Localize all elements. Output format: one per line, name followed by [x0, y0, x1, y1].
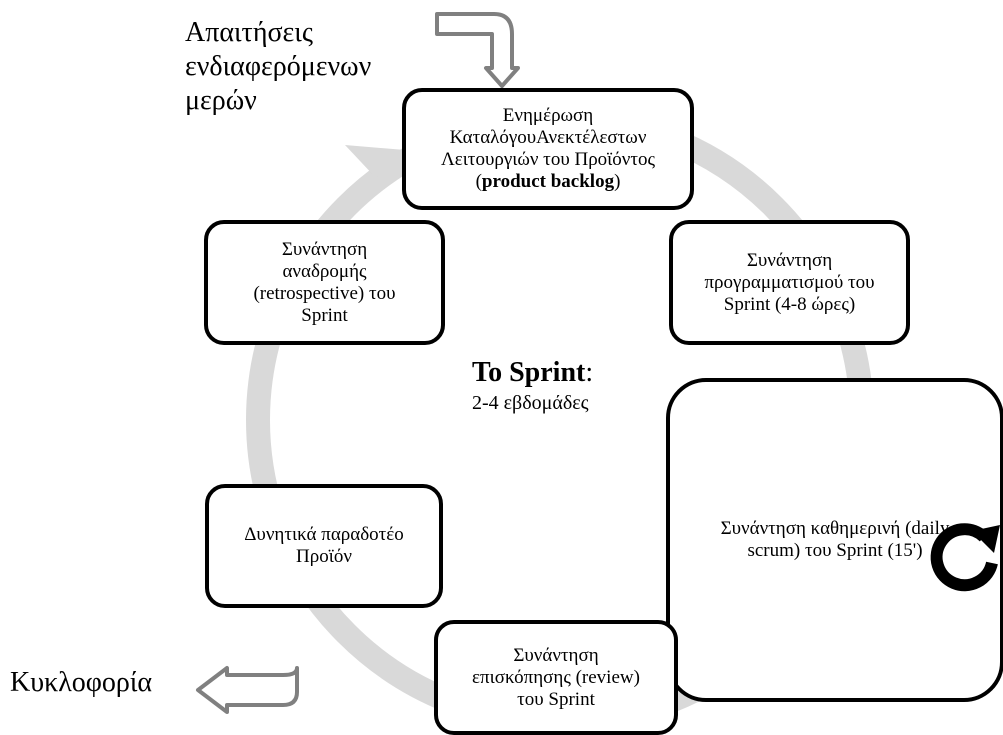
- step-backlog-line-3: Λειτουργιών του Προϊόντος: [440, 149, 656, 170]
- step-review-line-1: Συνάντηση: [513, 644, 599, 666]
- paren-close: ): [614, 171, 621, 192]
- step-planning-line-2: προγραμματισμού του: [704, 271, 875, 293]
- output-label: Κυκλοφορία: [10, 667, 153, 698]
- step-daily-scrum: Συνάντηση καθημερινή (daily scrum) του S…: [666, 378, 1003, 702]
- step-retro-line-1: Συνάντηση: [281, 238, 368, 260]
- step-retro-line-3: (retrospective) του: [253, 282, 396, 304]
- step-daily-line-1: Συνάντηση καθημερινή (daily: [720, 518, 950, 539]
- step-retro-line-2: αναδρομής: [282, 260, 367, 282]
- cycle-arrowhead: [345, 145, 405, 178]
- input-label-line-2: ενδιαφερόμενων: [185, 51, 372, 82]
- refresh-icon: [930, 523, 1000, 592]
- step-increment-line-2: Προϊόν: [296, 546, 352, 567]
- sprint-title-colon: :: [585, 357, 594, 388]
- sprint-caption: To Sprint: 2-4 εβδομάδες: [472, 356, 593, 416]
- step-backlog-update: Ενημέρωση ΚαταλόγουΑνεκτέλεστων Λειτουργ…: [402, 88, 694, 210]
- step-review-line-3: του Sprint: [517, 688, 595, 710]
- step-sprint-review: Συνάντηση επισκόπησης (review) του Sprin…: [434, 620, 678, 735]
- step-planning-line-3: Sprint (4-8 ώρες): [723, 293, 856, 315]
- input-arrow: [435, 12, 520, 88]
- step-planning-line-1: Συνάντηση: [746, 249, 833, 271]
- step-retro-line-4: Sprint: [301, 304, 348, 326]
- input-label-line-1: Απαιτήσεις: [185, 17, 313, 48]
- step-shippable-increment: Δυνητικά παραδοτέο Προϊόν: [205, 484, 443, 608]
- sprint-title: To Sprint: [472, 357, 586, 388]
- paren-open: (: [475, 171, 482, 192]
- step-sprint-planning: Συνάντηση προγραμματισμού του Sprint (4-…: [669, 220, 910, 345]
- output-arrow: [196, 666, 299, 714]
- step-daily-line-2: scrum) του Sprint (15'): [747, 540, 923, 561]
- step-backlog-line-2: ΚαταλόγουΑνεκτέλεστων: [449, 127, 647, 148]
- step-backlog-line-4: (product backlog): [476, 171, 621, 193]
- step-review-line-2: επισκόπησης (review): [472, 666, 640, 688]
- product-backlog-term: product backlog: [481, 171, 615, 192]
- step-backlog-line-1: Ενημέρωση: [502, 105, 594, 126]
- step-sprint-retrospective: Συνάντηση αναδρομής (retrospective) του …: [204, 220, 445, 345]
- input-label: Απαιτήσεις ενδιαφερόμενων μερών: [185, 16, 371, 118]
- input-label-line-3: μερών: [185, 85, 257, 116]
- sprint-duration: 2-4 εβδομάδες: [472, 392, 589, 414]
- step-increment-line-1: Δυνητικά παραδοτέο: [244, 524, 404, 545]
